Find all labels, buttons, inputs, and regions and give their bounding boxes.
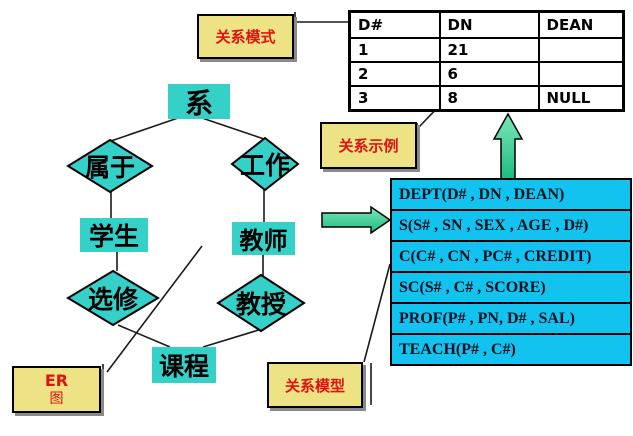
relationship-belongs-label: 属于 [84, 153, 135, 182]
connector-dept-works [201, 117, 265, 140]
table-row: 3 8 NULL [348, 85, 625, 112]
model-row-s: S(S# , SN , SEX , AGE , D#) [392, 211, 630, 242]
table-cell: 2 [348, 61, 441, 87]
relationship-teaches-label: 教授 [235, 290, 286, 319]
right-arrow-icon [321, 205, 392, 235]
table-cell: 21 [438, 37, 540, 63]
connector-teaches-course [202, 328, 263, 348]
table-row: 1 21 [348, 37, 625, 63]
callout-relation-example: 关系示例 [320, 122, 417, 169]
relation-sample-table: D# DN DEAN 1 21 2 6 3 8 NULL [348, 10, 625, 112]
table-cell: 1 [348, 37, 441, 63]
model-row-c: C(C# , CN , PC# , CREDIT) [392, 242, 630, 273]
entity-student: 学生 [80, 218, 148, 252]
entity-course: 课程 [152, 347, 216, 383]
connector-dept-belongs [110, 117, 179, 142]
table-cell: 8 [438, 85, 540, 112]
table-row: 2 6 [348, 61, 625, 87]
callout-er-line2: 图 [49, 390, 64, 407]
up-arrow-icon [492, 112, 524, 180]
model-row-dept: DEPT(D# , DN , DEAN) [392, 180, 630, 211]
callout-relational-model: 关系模型 [267, 362, 363, 408]
relationship-works-shape [230, 136, 300, 192]
pointer-model-to-box [363, 263, 391, 363]
model-row-sc: SC(S# , C# , SCORE) [392, 273, 630, 304]
relationship-enrolls-label: 选修 [87, 285, 138, 314]
entity-department: 系 [168, 84, 230, 120]
table-cell: 6 [438, 61, 540, 87]
table-header-cell: DEAN [537, 10, 625, 39]
callout-er-diagram: ER 图 [12, 366, 101, 413]
relationship-belongs-shape [66, 138, 154, 194]
relationship-enrolls-shape [66, 269, 160, 327]
model-row-teach: TEACH(P# , C#) [399, 341, 516, 358]
table-cell: NULL [537, 85, 625, 112]
table-header-cell: D# [348, 10, 441, 39]
table-cell [537, 61, 625, 87]
pointer-er-to-diagram [106, 245, 203, 373]
table-header-cell: DN [438, 10, 540, 39]
callout-er-line1: ER [44, 371, 69, 391]
relationship-works-label: 工作 [239, 151, 290, 180]
table-cell: 3 [348, 85, 441, 112]
relational-model-box: DEPT(D# , DN , DEAN) S(S# , SN , SEX , A… [390, 178, 632, 366]
table-header-row: D# DN DEAN [348, 10, 625, 39]
relationship-teaches-shape [216, 273, 306, 333]
model-row-prof: PROF(P# , PN, D# , SAL) [392, 304, 630, 335]
callout-relation-schema: 关系模式 [197, 14, 294, 59]
entity-teacher: 教师 [232, 222, 295, 255]
table-cell [537, 37, 625, 63]
connector-enrolls-course [117, 324, 171, 348]
